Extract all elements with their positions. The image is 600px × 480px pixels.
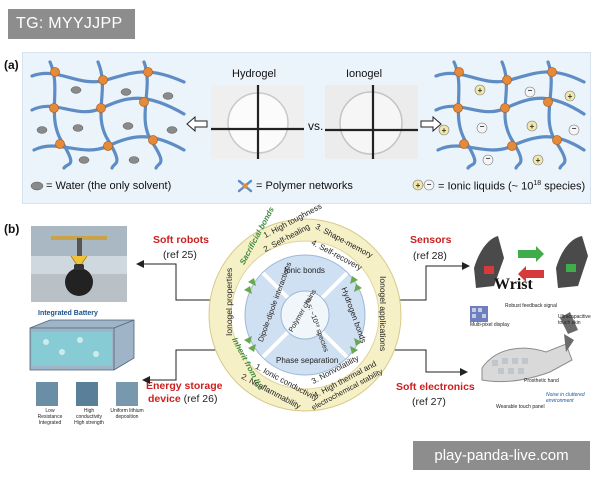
- label-ultra-1: Ultracapacitive: [558, 314, 591, 320]
- label-noise-2: environment: [546, 398, 574, 404]
- arrow-left-icon: [186, 116, 208, 132]
- legend-water: = Water (the only solvent): [46, 180, 172, 192]
- legend-polymer: = Polymer networks: [256, 180, 353, 192]
- vs-label: vs.: [308, 119, 324, 133]
- svg-text:+: +: [416, 181, 421, 190]
- caption3b: deposition: [115, 414, 139, 420]
- ionogel-properties-1: Ionogel: [224, 308, 234, 336]
- water-molecules: [36, 86, 178, 164]
- svg-text:+: +: [568, 92, 573, 101]
- sensors-ref: (ref 28): [413, 250, 447, 262]
- crosslink-nodes: [49, 67, 158, 151]
- svg-text:+: +: [530, 122, 535, 131]
- wrist-label: Wrist: [494, 276, 533, 293]
- soft-electronics-title: Soft electronics: [396, 381, 475, 393]
- svg-text:+: +: [442, 126, 447, 135]
- ionogel-applications-label: Ionogel applications: [378, 276, 388, 351]
- caption2a: High conductivity: [75, 408, 103, 420]
- soft-electronics-illustration: [470, 306, 578, 383]
- wheel-chevrons: [244, 276, 362, 354]
- channel-tag: TG: MYYJJPP: [8, 9, 135, 39]
- svg-text:−: −: [427, 180, 432, 189]
- svg-text:−: −: [486, 154, 491, 163]
- soft-electronics-ref: (ref 27): [412, 396, 446, 408]
- battery-illustration: [29, 319, 135, 371]
- svg-text:+: +: [536, 156, 541, 165]
- legend-ionic: = Ionic liquids (~ 1018 species): [438, 180, 585, 193]
- hydrogel-label: Hydrogel: [232, 68, 277, 80]
- ionogel-network-diagram: + − + − + − + − +: [434, 60, 586, 170]
- label-robust: Robust feedback signal: [505, 303, 557, 309]
- svg-text:−: −: [572, 124, 577, 133]
- sensors-title: Sensors: [410, 234, 452, 246]
- battery-title: Integrated Battery: [38, 310, 98, 317]
- svg-text:−: −: [528, 86, 533, 95]
- svg-text:+: +: [478, 86, 483, 95]
- label-wearable: Wearable touch panel: [496, 404, 545, 410]
- label-ultra-2: touch skin: [558, 320, 581, 326]
- label-prosthetic: Prosthetic hand: [524, 378, 559, 384]
- energy-title-2: device: [148, 393, 181, 405]
- ionogel-wheel: [208, 218, 402, 412]
- hydrogel-photo: [211, 85, 304, 159]
- crosslink-nodes: [453, 67, 562, 151]
- wheel-core: [280, 290, 330, 340]
- ionogel-photo: [325, 85, 418, 159]
- ionic-liquid-icon: + −: [412, 179, 435, 191]
- ionogel-properties-label: Ionogel properties: [224, 268, 234, 336]
- caption1a: Low Resistance: [37, 408, 63, 420]
- site-watermark: play-panda-live.com: [413, 441, 590, 470]
- caption1b: Integrated: [38, 420, 62, 426]
- ionogel-applications-1: Ionogel: [378, 276, 388, 304]
- energy-title-2-row: device (ref 26): [148, 393, 217, 405]
- soft-robots-ref: (ref 25): [163, 249, 197, 261]
- energy-title-1: Energy storage: [146, 380, 223, 392]
- caption2b: High strength: [74, 420, 104, 426]
- wrist-sensor-illustration: [474, 236, 588, 288]
- soft-robots-photo: [31, 226, 127, 302]
- energy-ref: (ref 26): [183, 393, 218, 405]
- ionogel-label: Ionogel: [346, 68, 383, 80]
- battery-detail-images: [36, 382, 138, 406]
- arrow-right-icon: [420, 116, 442, 132]
- legend-ionic-tail: species): [541, 180, 586, 193]
- caption3a: Uniform lithium: [110, 408, 144, 414]
- label-noise-1: Noise in cluttered: [546, 392, 585, 398]
- legend-ionic-text: = Ionic liquids (~ 10: [438, 180, 534, 193]
- hydrogel-network-diagram: [30, 60, 186, 170]
- ionic-bonds-label: Ionic bonds: [284, 266, 325, 275]
- ion-symbols: + − + − + − + − +: [438, 84, 580, 166]
- panel-b-label: (b): [4, 222, 20, 236]
- ionogel-applications-2: applications: [378, 306, 388, 352]
- ionogel-properties-2: properties: [224, 267, 234, 306]
- svg-text:−: −: [480, 122, 485, 131]
- label-multi: Multi-pixel display: [470, 322, 510, 328]
- water-icon: [30, 181, 44, 191]
- soft-robots-title: Soft robots: [153, 234, 209, 246]
- phase-separation-label: Phase separation: [276, 356, 339, 365]
- panel-a-label: (a): [4, 58, 19, 72]
- legend-ionic-exponent: 18: [533, 180, 542, 187]
- polymer-network-icon: [237, 179, 253, 193]
